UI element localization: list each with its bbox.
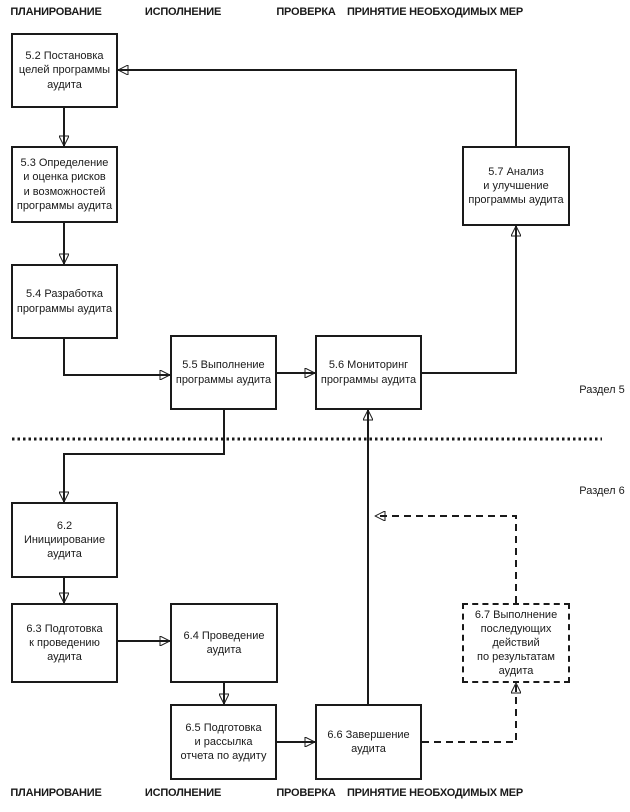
column-header-check-top: ПРОВЕРКА — [276, 6, 336, 18]
column-header-execution-top: ИСПОЛНЕНИЕ — [144, 6, 222, 18]
box-5-2-audit-programme-objectives: 5.2 Постановка целей программы аудита — [11, 33, 118, 108]
box-5-6-monitoring-audit-programme: 5.6 Мониторинг программы аудита — [315, 335, 422, 410]
box-5-5-implementing-audit-programme: 5.5 Выполнение программы аудита — [170, 335, 277, 410]
column-header-planning-top: ПЛАНИРОВАНИЕ — [10, 6, 102, 18]
dashed-arrow-6-6-to-6-7 — [422, 683, 516, 743]
column-header-planning-bottom: ПЛАНИРОВАНИЕ — [10, 787, 102, 799]
arrow-5-5-to-6-2 — [64, 410, 225, 502]
section-6-label: Раздел 6 — [579, 485, 625, 497]
dashed-arrow-6-7-to-monitoring-line — [375, 516, 517, 603]
box-6-7-audit-follow-up: 6.7 Выполнение последующих действий по р… — [462, 603, 570, 683]
arrow-5-6-to-5-7 — [422, 226, 516, 374]
column-header-act-top: ПРИНЯТИЕ НЕОБХОДИМЫХ МЕР — [346, 6, 524, 18]
box-6-3-preparing-audit: 6.3 Подготовка к проведению аудита — [11, 603, 118, 683]
section-5-label: Раздел 5 — [579, 384, 625, 396]
column-header-act-bottom: ПРИНЯТИЕ НЕОБХОДИМЫХ МЕР — [346, 787, 524, 799]
arrow-5-7-to-5-2-feedback — [118, 70, 517, 146]
box-6-4-conducting-audit: 6.4 Проведение аудита — [170, 603, 278, 683]
box-6-5-preparing-distributing-audit-report: 6.5 Подготовка и рассылка отчета по ауди… — [170, 704, 277, 780]
column-header-check-bottom: ПРОВЕРКА — [276, 787, 336, 799]
box-5-7-reviewing-improving-audit-programme: 5.7 Анализ и улучшение программы аудита — [462, 146, 570, 226]
column-header-execution-bottom: ИСПОЛНЕНИЕ — [144, 787, 222, 799]
box-6-2-initiating-audit: 6.2 Инициирование аудита — [11, 502, 118, 578]
box-5-3-risks-and-opportunities: 5.3 Определение и оценка рисков и возмож… — [11, 146, 118, 223]
arrow-5-4-to-5-5 — [63, 339, 170, 375]
box-6-6-completing-audit: 6.6 Завершение аудита — [315, 704, 422, 780]
box-5-4-establishing-audit-programme: 5.4 Разработка программы аудита — [11, 264, 118, 339]
